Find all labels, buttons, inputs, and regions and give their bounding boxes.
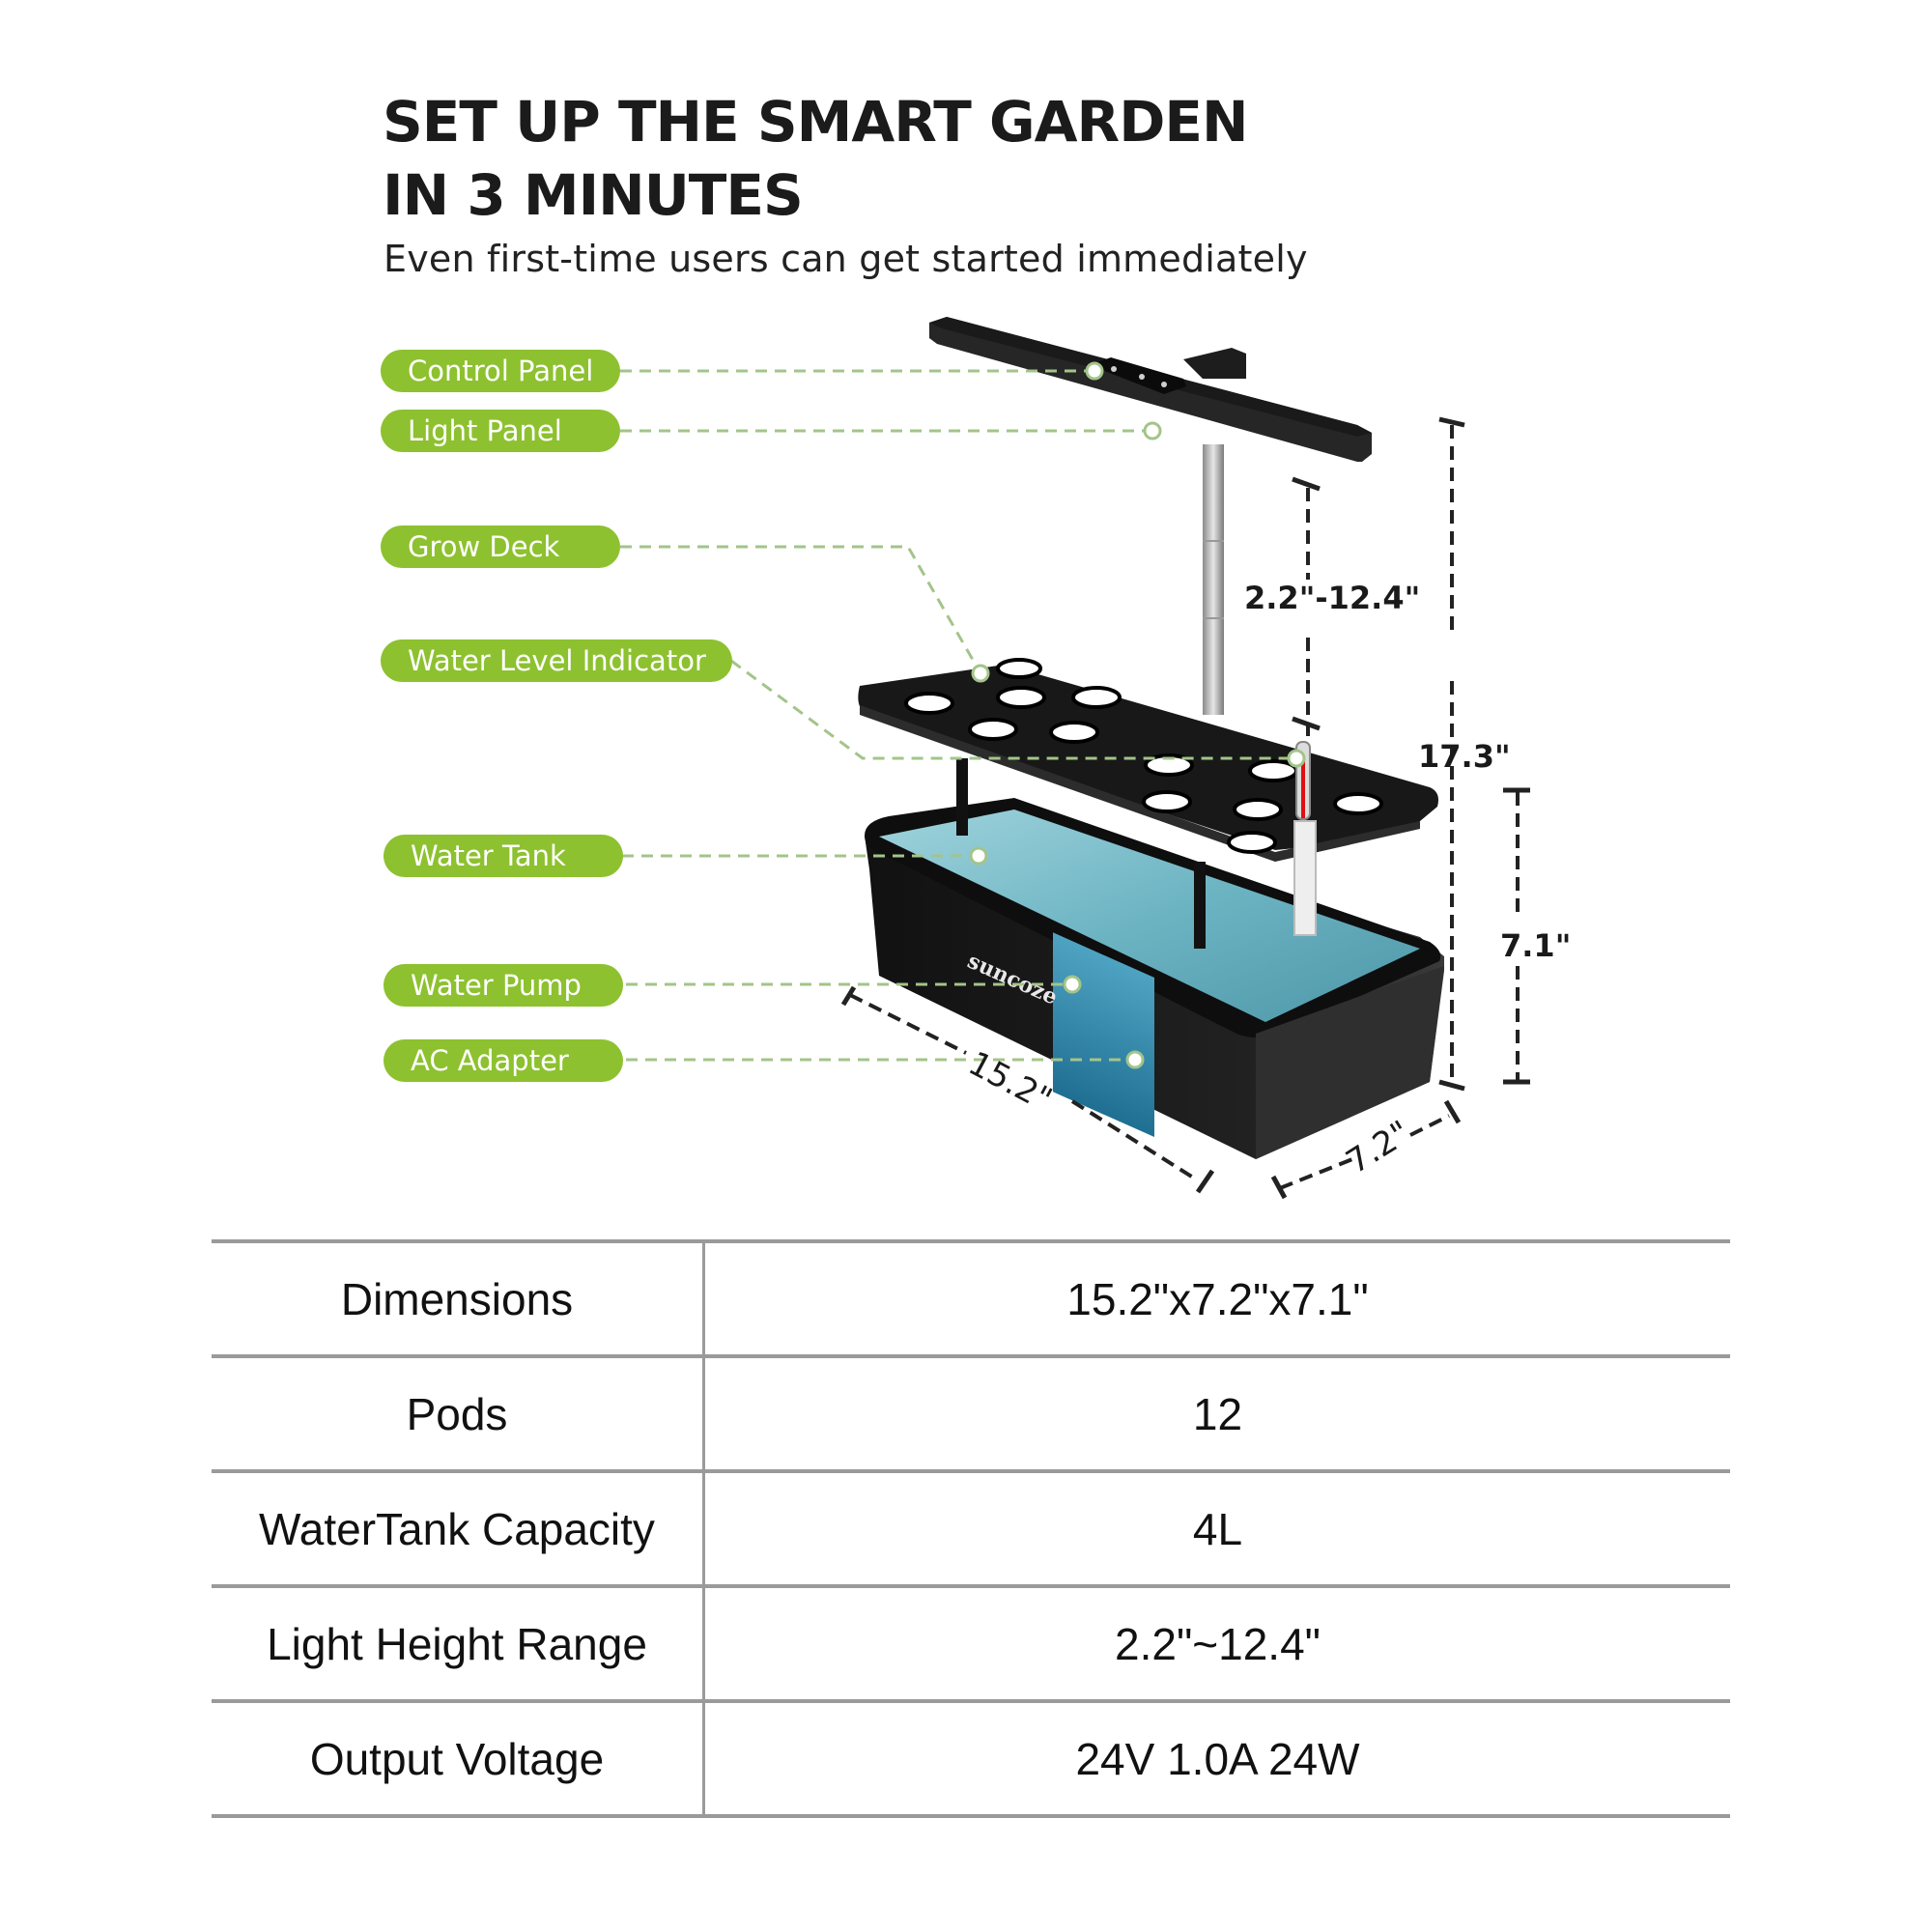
spec-label: Dimensions <box>212 1239 705 1358</box>
water-tank-dot <box>969 846 988 866</box>
callout-control-panel: Control Panel <box>381 350 620 392</box>
spec-label: Output Voltage <box>212 1699 705 1818</box>
callout-water-pump: Water Pump <box>384 964 623 1007</box>
telescopic-pole <box>1203 444 1224 715</box>
spec-label: Light Height Range <box>212 1584 705 1703</box>
ac-adapter-dot <box>1125 1050 1145 1069</box>
light-range-label: 2.2"-12.4" <box>1244 580 1421 616</box>
mode-icon <box>1139 374 1145 380</box>
water-tank: suncoze <box>865 798 1444 1159</box>
table-row: Dimensions 15.2"x7.2"x7.1" <box>212 1239 1730 1358</box>
light-panel-dot <box>1143 421 1162 440</box>
spec-label: WaterTank Capacity <box>212 1469 705 1588</box>
callout-ac-adapter: AC Adapter <box>384 1039 623 1082</box>
title-line-2: IN 3 MINUTES <box>383 162 804 228</box>
control-panel <box>1090 357 1186 394</box>
subtitle: Even first-time users can get started im… <box>384 238 1308 280</box>
spec-value: 15.2"x7.2"x7.1" <box>703 1239 1730 1358</box>
light-panel <box>929 317 1372 462</box>
tank-height-label: 7.1" <box>1500 927 1572 964</box>
spec-label: Pods <box>212 1354 705 1473</box>
callout-light-panel: Light Panel <box>381 410 620 452</box>
callout-water-tank: Water Tank <box>384 835 623 877</box>
title-line-1: SET UP THE SMART GARDEN <box>383 89 1249 155</box>
table-row: Light Height Range 2.2"~12.4" <box>212 1584 1730 1703</box>
table-row: Output Voltage 24V 1.0A 24W <box>212 1699 1730 1818</box>
timer-icon <box>1161 382 1167 387</box>
page-title: SET UP THE SMART GARDEN IN 3 MINUTES <box>383 85 1249 232</box>
spec-value: 4L <box>703 1469 1730 1588</box>
table-row: Pods 12 <box>212 1354 1730 1473</box>
callout-dots <box>969 361 1306 1069</box>
leader-lines <box>620 369 1296 1062</box>
water-pump-dot <box>1063 975 1082 994</box>
spec-table: Dimensions 15.2"x7.2"x7.1" Pods 12 Water… <box>212 1239 1730 1818</box>
dimension-lines <box>849 425 1520 1190</box>
grow-deck-dot <box>971 664 990 683</box>
spec-value: 2.2"~12.4" <box>703 1584 1730 1703</box>
total-height-label: 17.3" <box>1418 738 1511 775</box>
callout-water-level-indicator: Water Level Indicator <box>381 639 732 682</box>
water-level-dot <box>1287 749 1306 768</box>
spec-value: 12 <box>703 1354 1730 1473</box>
power-icon <box>1111 366 1117 372</box>
spec-value: 24V 1.0A 24W <box>703 1699 1730 1818</box>
table-row: WaterTank Capacity 4L <box>212 1469 1730 1588</box>
callout-grow-deck: Grow Deck <box>381 526 620 568</box>
control-panel-dot <box>1085 361 1104 381</box>
